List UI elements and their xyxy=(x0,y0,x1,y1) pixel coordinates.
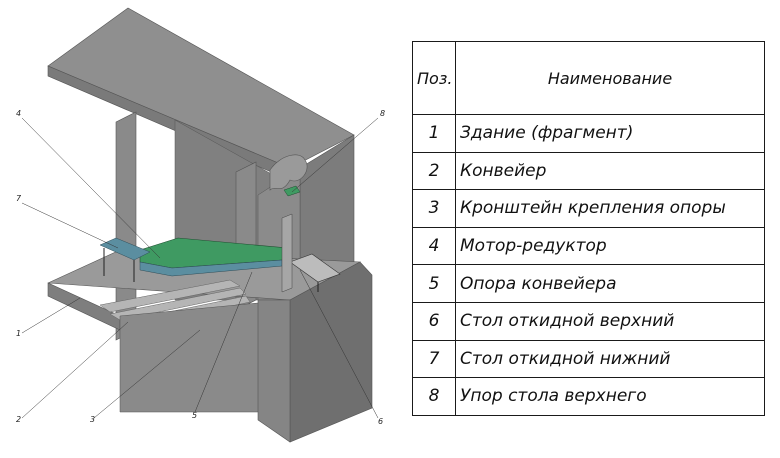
upper-table xyxy=(289,253,341,283)
row-name: Мотор-редуктор xyxy=(455,226,765,266)
callout-leaders xyxy=(21,117,379,419)
row-pos: 8 xyxy=(412,377,456,416)
header-name: Наименование xyxy=(455,41,765,115)
header-pos: Поз. xyxy=(412,41,456,115)
callout-4: 4 xyxy=(16,109,21,118)
table-row: 2 Конвейер xyxy=(412,151,765,191)
callout-7: 7 xyxy=(16,194,22,203)
conveyor-installation-drawing: 4 7 1 2 3 5 6 8 xyxy=(16,7,385,443)
row-name: Конвейер xyxy=(455,151,765,191)
row-name: Стол откидной верхний xyxy=(455,301,765,341)
parts-list-table: Поз. Наименование 1 Здание (фрагмент) 2 … xyxy=(412,41,765,416)
row-pos: 1 xyxy=(412,114,456,153)
table-row: 6 Стол откидной верхний xyxy=(412,301,765,341)
row-pos: 4 xyxy=(412,226,456,266)
callout-3: 3 xyxy=(90,415,95,424)
table-header-row: Поз. Наименование xyxy=(412,41,765,115)
support-post xyxy=(281,213,293,293)
callout-5: 5 xyxy=(192,411,197,420)
table-row: 7 Стол откидной нижний xyxy=(412,339,765,379)
row-name: Здание (фрагмент) xyxy=(455,114,765,153)
foundation-block-face xyxy=(257,299,291,443)
table-row: 4 Мотор-редуктор xyxy=(412,226,765,266)
row-pos: 3 xyxy=(412,189,456,228)
row-pos: 2 xyxy=(412,151,456,191)
lower-table xyxy=(99,237,151,261)
row-name: Опора конвейера xyxy=(455,264,765,303)
callout-2: 2 xyxy=(16,415,21,424)
row-name: Кронштейн крепления опоры xyxy=(455,189,765,228)
table-row: 8 Упор стола верхнего xyxy=(412,377,765,416)
row-pos: 5 xyxy=(412,264,456,303)
callout-8: 8 xyxy=(380,109,385,118)
break-line xyxy=(269,154,308,191)
table-row: 1 Здание (фрагмент) xyxy=(412,114,765,153)
row-pos: 7 xyxy=(412,339,456,379)
table-row: 5 Опора конвейера xyxy=(412,264,765,303)
callout-6: 6 xyxy=(378,417,383,426)
callout-1: 1 xyxy=(16,329,21,338)
building-fragment xyxy=(47,7,373,443)
row-name: Стол откидной нижний xyxy=(455,339,765,379)
table-row: 3 Кронштейн крепления опоры xyxy=(412,189,765,228)
row-pos: 6 xyxy=(412,301,456,341)
row-name: Упор стола верхнего xyxy=(455,377,765,416)
conveyor xyxy=(99,185,341,293)
